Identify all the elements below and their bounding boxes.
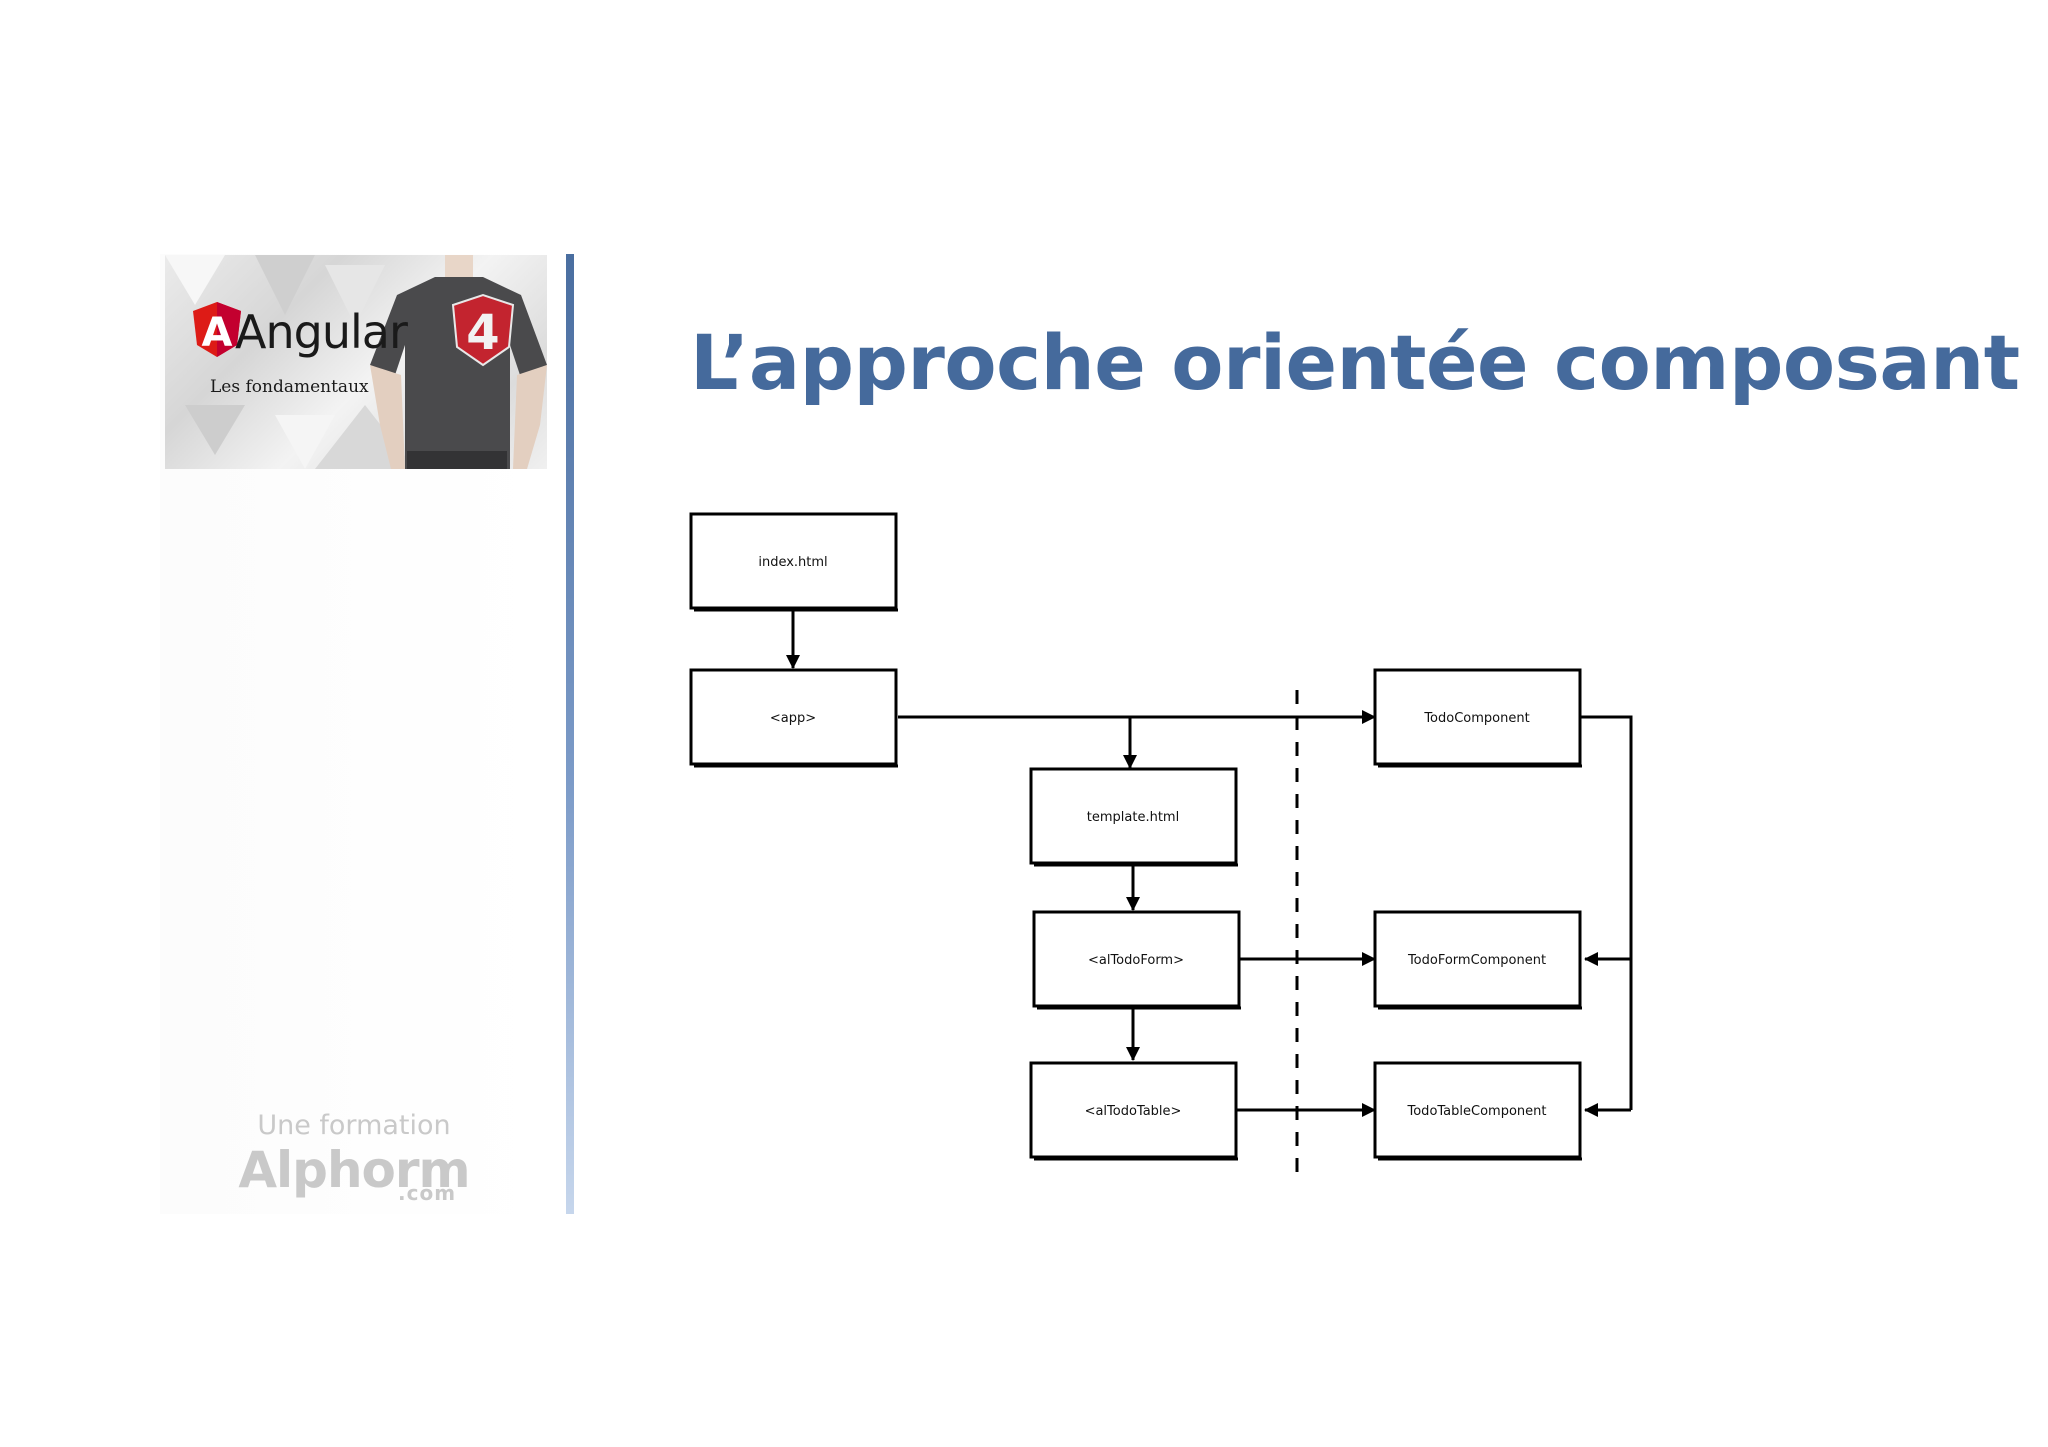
slide-title: L’approche orientée composant — [690, 318, 2020, 407]
angular-word: Angular — [235, 305, 408, 359]
node-todo-table-component: TodoTableComponent — [1373, 1061, 1582, 1161]
version-shield: 4 — [451, 293, 515, 367]
node-label: index.html — [758, 555, 827, 570]
brand-block: Une formation Alphorm.com — [160, 1110, 548, 1205]
node-todo-component: TodoComponent — [1373, 668, 1582, 768]
angular-shield-icon: A — [193, 302, 241, 357]
node-al-todo-table: <alTodoTable> — [1029, 1061, 1238, 1161]
logo-subtitle: Les fondamentaux — [210, 377, 369, 397]
node-app: <app> — [689, 668, 898, 768]
svg-text:A: A — [202, 310, 233, 356]
node-label: TodoFormComponent — [1407, 953, 1546, 968]
node-label: <alTodoForm> — [1088, 953, 1184, 968]
node-label: template.html — [1087, 810, 1179, 825]
brand-name: Alphorm — [238, 1141, 470, 1199]
connectors — [786, 609, 1633, 1117]
node-index-html: index.html — [689, 512, 898, 612]
node-template-html: template.html — [1029, 767, 1238, 867]
node-label: TodoTableComponent — [1407, 1104, 1547, 1119]
version-number: 4 — [466, 305, 499, 361]
brand-suffix: .com — [398, 1181, 457, 1205]
angular-course-logo: 4 A Angular Les fondamentaux — [165, 255, 547, 469]
accent-bar — [566, 254, 574, 1214]
brand-logo: Alphorm.com — [160, 1141, 548, 1205]
node-todo-form-component: TodoFormComponent — [1373, 910, 1582, 1010]
node-label: TodoComponent — [1423, 711, 1529, 726]
node-label: <app> — [770, 711, 816, 726]
node-al-todo-form: <alTodoForm> — [1032, 910, 1241, 1010]
edge-todocomponent-bus — [1580, 715, 1633, 1110]
brand-tagline: Une formation — [257, 1110, 451, 1141]
node-label: <alTodoTable> — [1085, 1104, 1182, 1119]
